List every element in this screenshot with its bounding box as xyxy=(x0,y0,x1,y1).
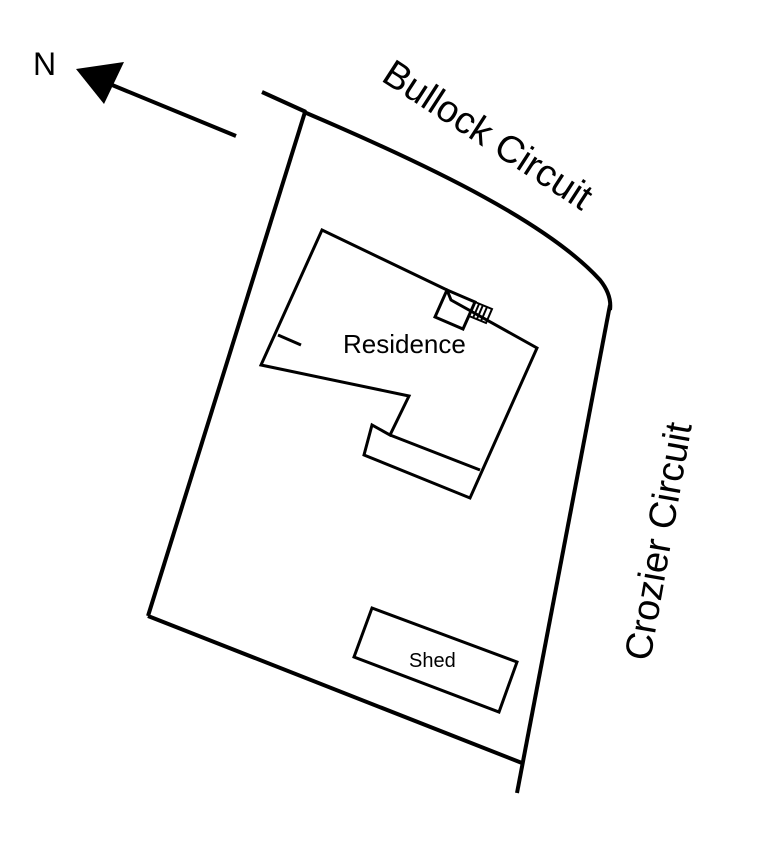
residence-outline xyxy=(258,227,539,500)
boundary-crozier xyxy=(515,304,612,794)
boundary-bullock-curve xyxy=(303,110,613,311)
north-arrow: N xyxy=(33,46,237,138)
street-label-crozier: Crozier Circuit xyxy=(618,419,701,664)
residence-label: Residence xyxy=(343,329,466,359)
shed-outline xyxy=(352,606,519,714)
residence-step-line-3 xyxy=(480,306,488,322)
residence-rear-wall xyxy=(389,433,481,472)
residence-division-line xyxy=(277,333,302,347)
residence-entry-box xyxy=(433,288,477,331)
boundary-west xyxy=(146,111,307,617)
street-label-bullock: Bullock Circuit xyxy=(375,52,600,219)
residence: Residence xyxy=(258,227,539,500)
residence-step-line-1 xyxy=(472,303,480,319)
north-arrow-head xyxy=(76,62,124,104)
residence-step-line-2 xyxy=(476,304,484,320)
north-label: N xyxy=(33,46,56,82)
boundary-bullock-stub xyxy=(261,90,307,114)
shed: Shed xyxy=(352,606,519,714)
lot-boundary xyxy=(146,90,613,794)
boundary-south xyxy=(147,614,523,765)
residence-steps xyxy=(467,300,494,325)
shed-label: Shed xyxy=(409,650,456,672)
north-arrow-shaft xyxy=(99,78,237,138)
